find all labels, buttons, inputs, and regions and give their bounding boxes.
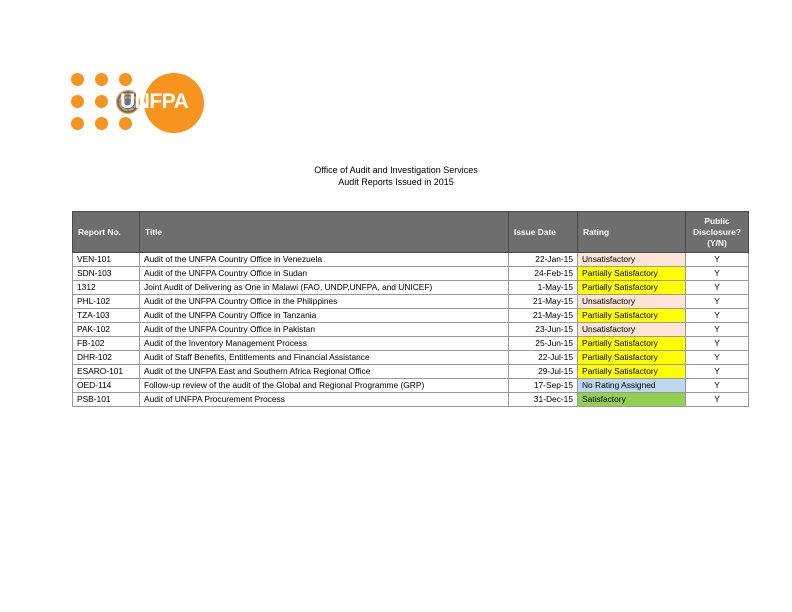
table-row: PHL-102 Audit of the UNFPA Country Offic… — [72, 294, 749, 309]
cell-issue-date: 23-Jun-15 — [508, 322, 578, 337]
table-row: VEN-101 Audit of the UNFPA Country Offic… — [72, 252, 749, 267]
cell-issue-date: 22-Jan-15 — [508, 252, 578, 267]
cell-rating: Unsatisfactory — [577, 322, 686, 337]
cell-report-no: PHL-102 — [72, 294, 140, 309]
cell-public: Y — [685, 294, 749, 309]
cell-report-no: PSB-101 — [72, 392, 140, 407]
logo-dot — [95, 95, 108, 108]
cell-public: Y — [685, 252, 749, 267]
page-title: Office of Audit and Investigation Servic… — [314, 165, 478, 175]
header-issue-date: Issue Date — [508, 211, 578, 253]
table-header-row: Report No. Title Issue Date Rating Publi… — [72, 211, 749, 253]
cell-public: Y — [685, 392, 749, 407]
cell-title: Audit of the UNFPA Country Office in Ven… — [139, 252, 509, 267]
cell-report-no: SDN-103 — [72, 266, 140, 281]
header-public-disclosure: Public Disclosure? (Y/N) — [685, 211, 749, 253]
cell-title: Audit of the Inventory Management Proces… — [139, 336, 509, 351]
cell-issue-date: 31-Dec-15 — [508, 392, 578, 407]
table-row: PSB-101 Audit of UNFPA Procurement Proce… — [72, 392, 749, 407]
cell-report-no: TZA-103 — [72, 308, 140, 323]
cell-issue-date: 1-May-15 — [508, 280, 578, 295]
table-row: PAK-102 Audit of the UNFPA Country Offic… — [72, 322, 749, 337]
header-title: Title — [139, 211, 509, 253]
table-row: FB-102 Audit of the Inventory Management… — [72, 336, 749, 351]
cell-report-no: FB-102 — [72, 336, 140, 351]
cell-public: Y — [685, 364, 749, 379]
table-row: TZA-103 Audit of the UNFPA Country Offic… — [72, 308, 749, 323]
logo-dot — [71, 73, 84, 86]
logo-dot — [95, 117, 108, 130]
cell-rating: Partially Satisfactory — [577, 364, 686, 379]
cell-issue-date: 21-May-15 — [508, 294, 578, 309]
logo-dot — [95, 73, 108, 86]
cell-report-no: PAK-102 — [72, 322, 140, 337]
cell-title: Joint Audit of Delivering as One in Mala… — [139, 280, 509, 295]
logo-dot — [119, 73, 132, 86]
table-row: OED-114 Follow-up review of the audit of… — [72, 378, 749, 393]
cell-issue-date: 24-Feb-15 — [508, 266, 578, 281]
cell-title: Audit of Staff Benefits, Entitlements an… — [139, 350, 509, 365]
cell-public: Y — [685, 336, 749, 351]
cell-title: Audit of the UNFPA Country Office in Pak… — [139, 322, 509, 337]
cell-public: Y — [685, 322, 749, 337]
cell-rating: Partially Satisfactory — [577, 280, 686, 295]
cell-public: Y — [685, 378, 749, 393]
header-public-disclosure-line: Disclosure? — [693, 226, 741, 237]
cell-rating: No Rating Assigned — [577, 378, 686, 393]
table-row: 1312 Joint Audit of Delivering as One in… — [72, 280, 749, 295]
cell-public: Y — [685, 350, 749, 365]
cell-rating: Unsatisfactory — [577, 252, 686, 267]
cell-rating: Partially Satisfactory — [577, 266, 686, 281]
cell-report-no: VEN-101 — [72, 252, 140, 267]
cell-title: Follow-up review of the audit of the Glo… — [139, 378, 509, 393]
cell-title: Audit of the UNFPA Country Office in Tan… — [139, 308, 509, 323]
cell-report-no: 1312 — [72, 280, 140, 295]
logo-dot — [71, 95, 84, 108]
audit-reports-table: Report No. Title Issue Date Rating Publi… — [72, 211, 749, 407]
cell-public: Y — [685, 308, 749, 323]
table-row: ESARO-101 Audit of the UNFPA East and So… — [72, 364, 749, 379]
cell-rating: Satisfactory — [577, 392, 686, 407]
cell-title: Audit of the UNFPA Country Office in the… — [139, 294, 509, 309]
table-row: DHR-102 Audit of Staff Benefits, Entitle… — [72, 350, 749, 365]
header-public-disclosure-line: Public — [704, 215, 730, 226]
cell-issue-date: 17-Sep-15 — [508, 378, 578, 393]
cell-issue-date: 29-Jul-15 — [508, 364, 578, 379]
header-rating: Rating — [577, 211, 686, 253]
cell-rating: Partially Satisfactory — [577, 308, 686, 323]
cell-rating: Unsatisfactory — [577, 294, 686, 309]
cell-issue-date: 22-Jul-15 — [508, 350, 578, 365]
cell-report-no: DHR-102 — [72, 350, 140, 365]
cell-title: Audit of the UNFPA Country Office in Sud… — [139, 266, 509, 281]
logo-text: UNFPA — [120, 90, 189, 113]
cell-title: Audit of UNFPA Procurement Process — [139, 392, 509, 407]
page-subtitle: Audit Reports Issued in 2015 — [338, 177, 454, 187]
cell-public: Y — [685, 280, 749, 295]
logo-dot — [71, 117, 84, 130]
cell-issue-date: 25-Jun-15 — [508, 336, 578, 351]
unfpa-logo: UNFPA — [68, 70, 213, 134]
logo-dot — [119, 117, 132, 130]
cell-rating: Partially Satisfactory — [577, 350, 686, 365]
cell-report-no: OED-114 — [72, 378, 140, 393]
logo-circle — [144, 73, 204, 133]
cell-title: Audit of the UNFPA East and Southern Afr… — [139, 364, 509, 379]
un-emblem-icon — [116, 90, 140, 114]
cell-public: Y — [685, 266, 749, 281]
cell-report-no: ESARO-101 — [72, 364, 140, 379]
header-report-no: Report No. — [72, 211, 140, 253]
cell-issue-date: 21-May-15 — [508, 308, 578, 323]
header-public-disclosure-line: (Y/N) — [707, 237, 727, 248]
cell-rating: Partially Satisfactory — [577, 336, 686, 351]
table-row: SDN-103 Audit of the UNFPA Country Offic… — [72, 266, 749, 281]
